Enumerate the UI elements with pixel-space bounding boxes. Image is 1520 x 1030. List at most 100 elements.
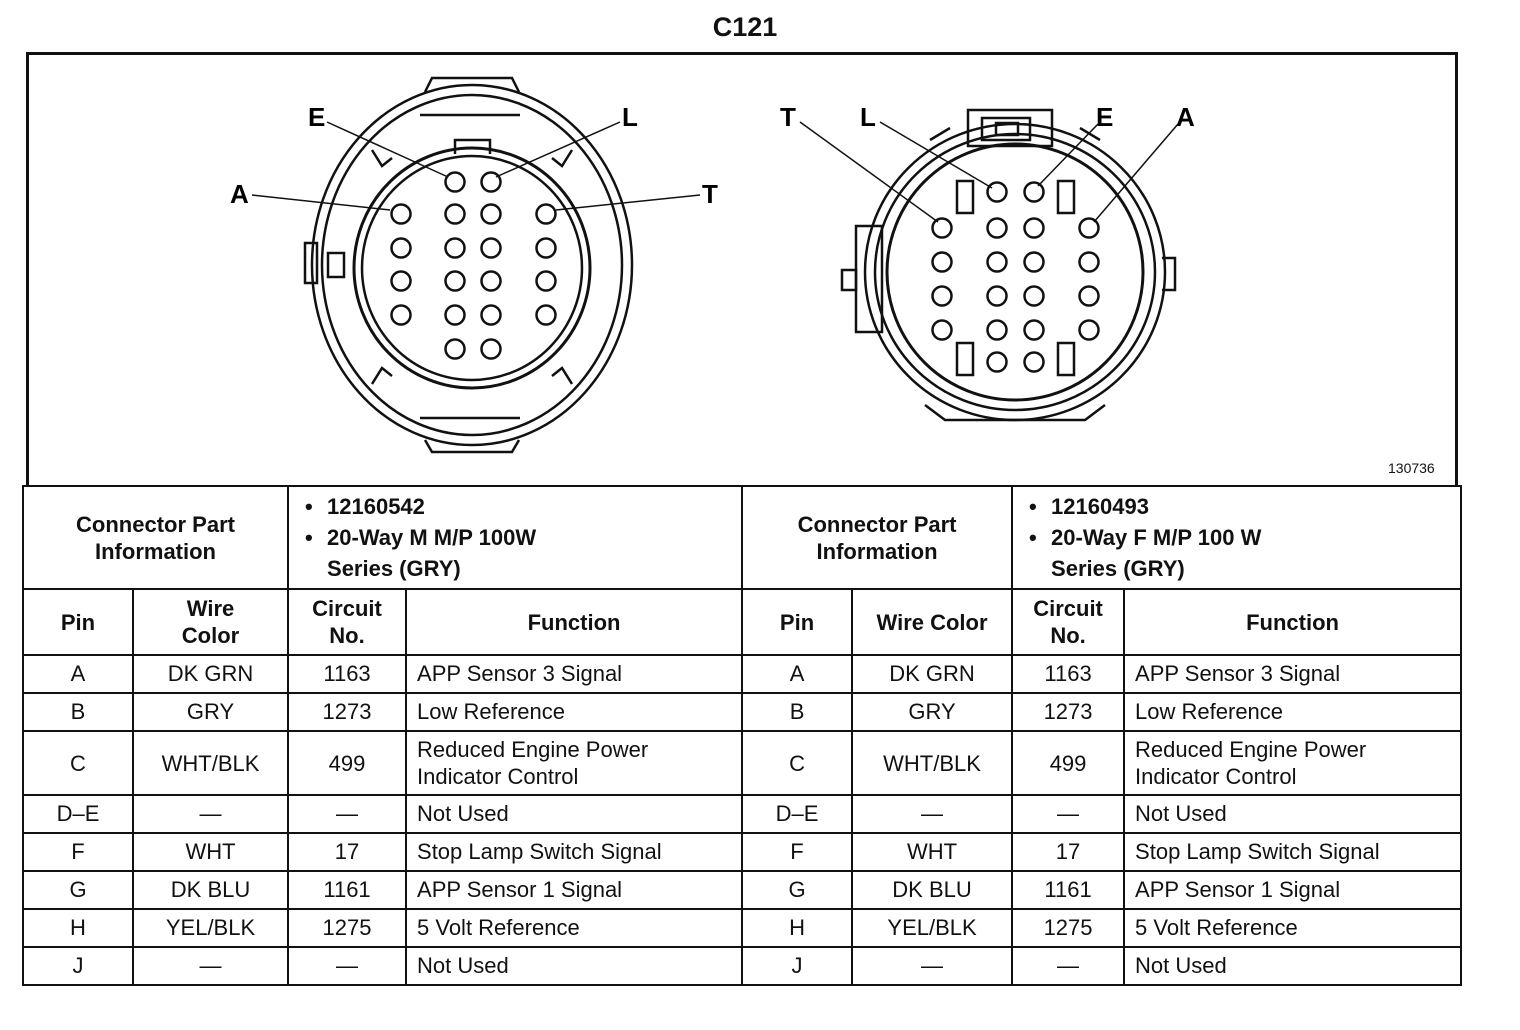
right-pin-hole bbox=[931, 217, 953, 239]
bullet-icon: • bbox=[1029, 494, 1037, 519]
left-wire-color-cell: DK BLU bbox=[131, 870, 290, 910]
left-pin-hole bbox=[480, 203, 502, 225]
right-pin-cell: J bbox=[741, 946, 854, 986]
right-function-cell: APP Sensor 1 Signal bbox=[1123, 870, 1463, 910]
left-pin-cell: D–E bbox=[22, 794, 134, 834]
left-wire-color-cell: WHT bbox=[131, 832, 290, 872]
left-pin-hole bbox=[480, 237, 502, 259]
right-connector-pins bbox=[931, 181, 1100, 373]
left-pin-hole bbox=[535, 237, 557, 259]
right-pin-hole bbox=[931, 285, 953, 307]
right-wire-color-cell: — bbox=[851, 946, 1014, 986]
left-pin-hole bbox=[444, 237, 466, 259]
right-circuit-cell: — bbox=[1011, 794, 1126, 834]
right-pin-hole bbox=[1023, 181, 1045, 203]
left-wire-color-cell: — bbox=[131, 946, 290, 986]
right-pin-hole bbox=[1078, 217, 1100, 239]
diagram-title: C121 bbox=[712, 12, 778, 42]
left-function-cell: Not Used bbox=[405, 946, 744, 986]
left-circuit-cell: — bbox=[287, 794, 408, 834]
connector-diagram: E L A T T L E A bbox=[230, 76, 1195, 454]
right-circuit-cell: 499 bbox=[1011, 730, 1126, 796]
right-pin-cell: D–E bbox=[741, 794, 854, 834]
left-label-l: L bbox=[622, 102, 638, 132]
right-pin-cell: H bbox=[741, 908, 854, 948]
header-circuit-right-line2: No. bbox=[1050, 623, 1086, 648]
header-pin-left: Pin bbox=[22, 588, 134, 656]
right-connector-body bbox=[840, 108, 1177, 422]
left-pin-cell: B bbox=[22, 692, 134, 732]
right-description-1: 20-Way F M/P 100 W bbox=[1051, 525, 1262, 550]
left-function-line1: Not Used bbox=[417, 953, 509, 978]
right-function-line1: Stop Lamp Switch Signal bbox=[1135, 839, 1380, 864]
right-function-line2: Indicator Control bbox=[1135, 764, 1297, 789]
right-pin-hole bbox=[1023, 217, 1045, 239]
right-function-cell: Low Reference bbox=[1123, 692, 1463, 732]
right-pin-hole bbox=[986, 181, 1008, 203]
left-circuit-cell: 17 bbox=[287, 832, 408, 872]
right-pin-hole bbox=[1078, 251, 1100, 273]
left-part-info-label-2: Information bbox=[95, 538, 216, 564]
right-function-line1: Reduced Engine Power bbox=[1135, 737, 1367, 762]
left-pin-hole bbox=[390, 203, 412, 225]
figure-number: 130736 bbox=[1388, 460, 1435, 476]
right-pin-cell: G bbox=[741, 870, 854, 910]
left-connector-body bbox=[303, 76, 634, 454]
right-pin-hole bbox=[1023, 251, 1045, 273]
right-connector-keys bbox=[955, 179, 1076, 377]
left-wire-color-cell: DK GRN bbox=[131, 654, 290, 694]
right-wire-color-cell: WHT bbox=[851, 832, 1014, 872]
left-connector-leaders bbox=[251, 121, 701, 211]
left-pin-hole bbox=[480, 304, 502, 326]
pinout-table: Connector Part Information •12160542 •20… bbox=[21, 485, 1463, 986]
left-pin-hole bbox=[444, 338, 466, 360]
part-info-row: Connector Part Information •12160542 •20… bbox=[21, 485, 1463, 590]
header-function-left: Function bbox=[405, 588, 744, 656]
right-wire-color-cell: DK BLU bbox=[851, 870, 1014, 910]
left-part-info-label: Connector Part Information bbox=[21, 485, 290, 590]
header-function-right: Function bbox=[1123, 588, 1463, 656]
left-label-a: A bbox=[230, 179, 249, 209]
right-pin-cell: F bbox=[741, 832, 854, 872]
right-pin-cell: B bbox=[741, 692, 854, 732]
left-function-line1: Stop Lamp Switch Signal bbox=[417, 839, 662, 864]
left-pin-cell: J bbox=[22, 946, 134, 986]
right-part-info-label-2: Information bbox=[816, 538, 938, 564]
right-pin-hole bbox=[1023, 319, 1045, 341]
left-pin-hole bbox=[444, 171, 466, 193]
left-pin-hole bbox=[390, 270, 412, 292]
header-circuit-right-line1: Circuit bbox=[1033, 596, 1103, 621]
bullet-icon: • bbox=[305, 494, 313, 519]
right-function-cell: APP Sensor 3 Signal bbox=[1123, 654, 1463, 694]
right-wire-color-cell: GRY bbox=[851, 692, 1014, 732]
left-function-line1: Reduced Engine Power bbox=[417, 737, 649, 762]
left-circuit-cell: 499 bbox=[287, 730, 408, 796]
left-function-line1: APP Sensor 3 Signal bbox=[417, 661, 623, 686]
left-pin-hole bbox=[390, 304, 412, 326]
right-pin-hole bbox=[1078, 319, 1100, 341]
header-wire-color-right: Wire Color bbox=[851, 588, 1014, 656]
right-function-line1: Low Reference bbox=[1135, 699, 1284, 724]
bullet-icon: • bbox=[305, 525, 313, 550]
right-pin-hole bbox=[986, 285, 1008, 307]
left-function-line2: Indicator Control bbox=[417, 764, 579, 789]
right-wire-color-cell: — bbox=[851, 794, 1014, 834]
right-pin-cell: C bbox=[741, 730, 854, 796]
left-part-info-label-1: Connector Part bbox=[76, 511, 235, 537]
right-pin-hole bbox=[986, 319, 1008, 341]
header-circuit-left-line2: No. bbox=[329, 623, 365, 648]
right-wire-color-cell: WHT/BLK bbox=[851, 730, 1014, 796]
left-pin-hole bbox=[535, 304, 557, 326]
left-function-line1: Low Reference bbox=[417, 699, 565, 724]
left-function-line1: 5 Volt Reference bbox=[417, 915, 580, 940]
right-circuit-cell: 1163 bbox=[1011, 654, 1126, 694]
right-wire-color-cell: YEL/BLK bbox=[851, 908, 1014, 948]
left-wire-color-cell: WHT/BLK bbox=[131, 730, 290, 796]
left-pin-cell: H bbox=[22, 908, 134, 948]
